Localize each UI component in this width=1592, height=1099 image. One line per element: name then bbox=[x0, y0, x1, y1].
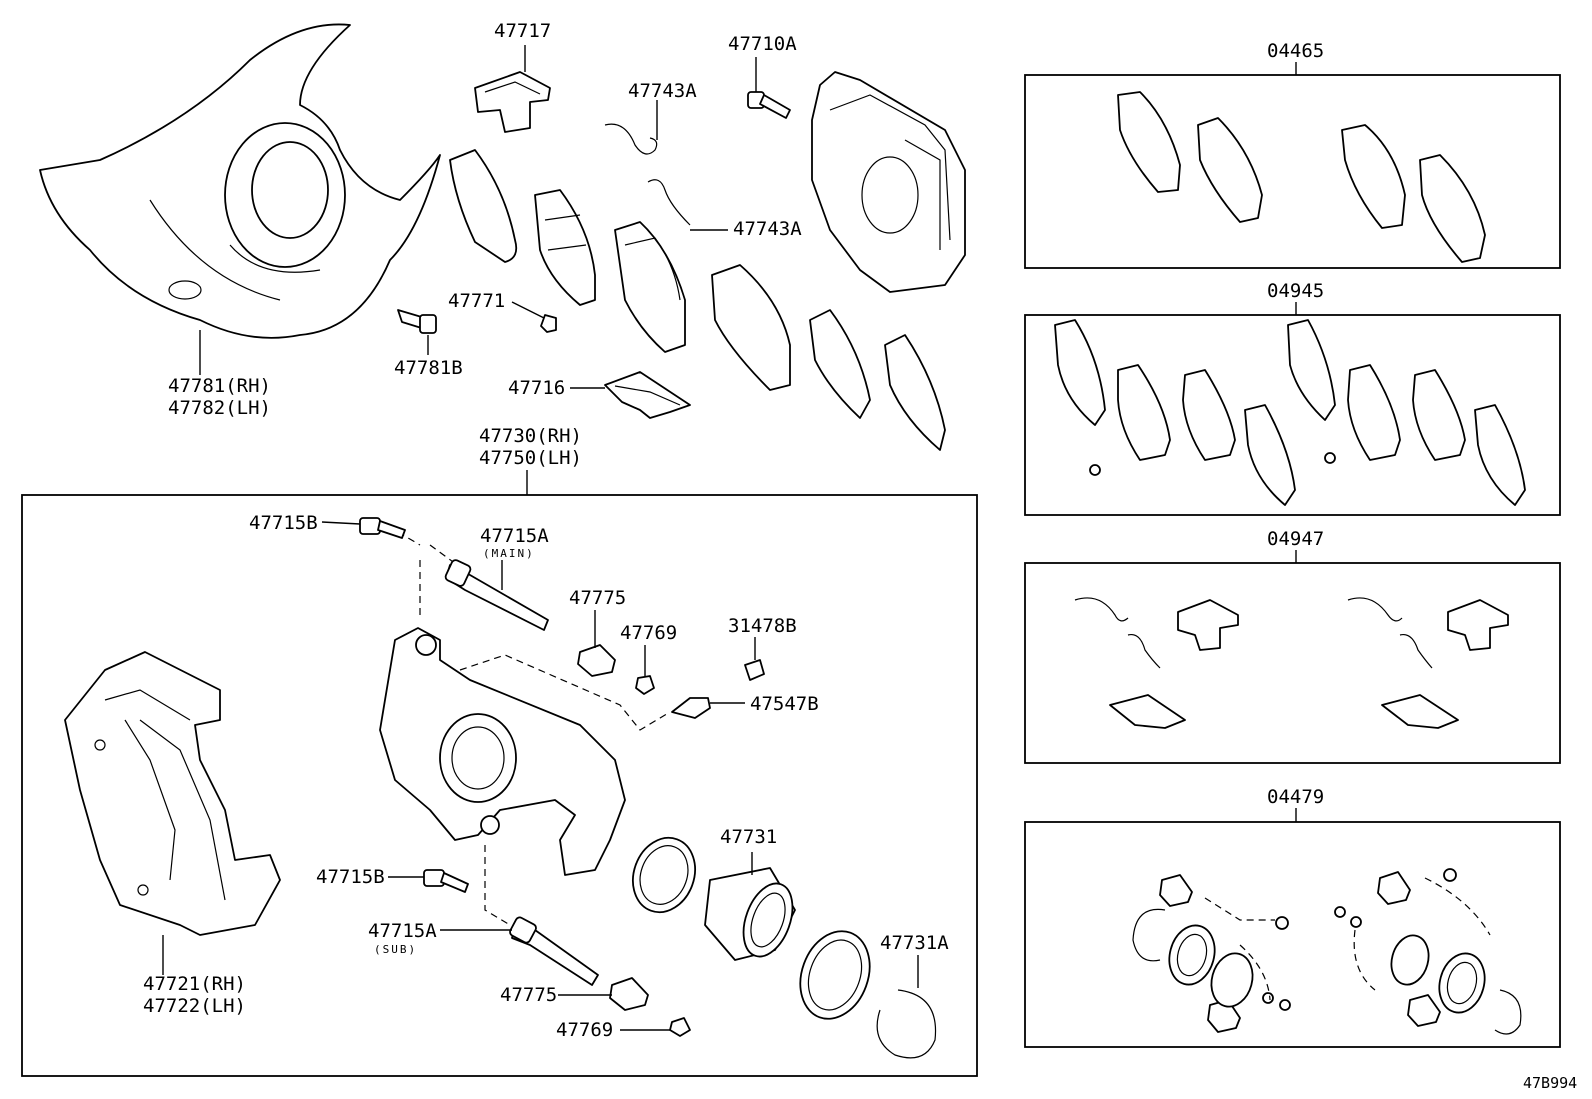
kit-04947-clips-springs bbox=[1074, 597, 1509, 729]
cap-31478b-part bbox=[744, 637, 765, 681]
label-47743a-mid: 47743A bbox=[733, 218, 802, 240]
shim-wire-47743a-part bbox=[604, 100, 728, 231]
kit-04479-seals-boots bbox=[1132, 868, 1522, 1035]
label-47716: 47716 bbox=[508, 377, 566, 399]
label-47722-lh: 47722(LH) bbox=[143, 995, 246, 1017]
label-main-note: (MAIN) bbox=[483, 547, 535, 560]
clip-47717-part bbox=[474, 45, 551, 133]
bushing-47769-top-part bbox=[635, 645, 655, 695]
label-47775-bottom: 47775 bbox=[500, 984, 558, 1006]
label-sub-note: (SUB) bbox=[374, 943, 418, 956]
pin-47715a-main-part bbox=[444, 559, 549, 631]
label-47715b-bottom: 47715B bbox=[316, 866, 385, 888]
label-47743a-top: 47743A bbox=[628, 80, 697, 102]
snap-ring-47731a-part bbox=[876, 955, 937, 1059]
pad-shim-left-part bbox=[449, 149, 518, 263]
label-47715a-main: 47715A bbox=[480, 525, 549, 547]
label-47781b: 47781B bbox=[394, 357, 463, 379]
label-47781-rh: 47781(RH) bbox=[168, 375, 271, 397]
piston-seal-part bbox=[632, 836, 696, 914]
kit-box-04945 bbox=[1024, 314, 1561, 516]
label-kit-04945: 04945 bbox=[1267, 280, 1325, 302]
bolt-47715b-bottom-part bbox=[388, 869, 469, 893]
caliper-housing-part bbox=[379, 627, 626, 876]
label-kit-04465: 04465 bbox=[1267, 40, 1325, 62]
spring-47716-part bbox=[570, 371, 691, 419]
pin-47715a-sub-part bbox=[440, 916, 599, 986]
kit-box-04947 bbox=[1024, 562, 1561, 764]
caliper-assembly-box bbox=[21, 494, 978, 1077]
bleeder-47547b-part bbox=[671, 697, 745, 719]
kit-04945-pads-shims bbox=[1054, 319, 1526, 506]
label-47750-lh: 47750(LH) bbox=[479, 447, 582, 469]
label-47731a: 47731A bbox=[880, 932, 949, 954]
bolt-47710a-part bbox=[747, 57, 791, 119]
boot-47775-bottom-part bbox=[558, 977, 649, 1011]
bolt-47715b-top-part bbox=[321, 517, 406, 539]
label-47717: 47717 bbox=[494, 20, 552, 42]
label-kit-04947: 04947 bbox=[1267, 528, 1325, 550]
piston-boot-part bbox=[799, 930, 871, 1020]
pad-center-part bbox=[614, 221, 686, 353]
label-47715a-sub: 47715A bbox=[368, 920, 437, 942]
pad-shim-right-part bbox=[809, 309, 946, 451]
label-47775-top: 47775 bbox=[569, 587, 627, 609]
label-47730-rh: 47730(RH) bbox=[479, 425, 582, 447]
bolt-47781b-part bbox=[397, 309, 437, 355]
label-47721-rh: 47721(RH) bbox=[143, 973, 246, 995]
label-47715b-top: 47715B bbox=[249, 512, 318, 534]
boot-47775-top-part bbox=[577, 610, 616, 677]
kit-box-04465 bbox=[1024, 74, 1561, 269]
label-47710a: 47710A bbox=[728, 33, 797, 55]
piston-47731-part bbox=[704, 852, 796, 961]
nut-47771-part bbox=[511, 301, 557, 333]
pad-inner-part bbox=[534, 189, 596, 306]
label-kit-04479: 04479 bbox=[1267, 786, 1325, 808]
kit-04465-pads bbox=[1117, 91, 1486, 263]
label-31478b: 31478B bbox=[728, 615, 797, 637]
diagram-ref-code: 47B994 bbox=[1523, 1074, 1578, 1092]
label-47547b: 47547B bbox=[750, 693, 819, 715]
dust-shield-part bbox=[39, 23, 441, 375]
bushing-47769-bottom-part bbox=[620, 1017, 691, 1037]
kit-box-04479 bbox=[1024, 821, 1561, 1048]
caliper-upper-part bbox=[811, 71, 966, 293]
label-47782-lh: 47782(LH) bbox=[168, 397, 271, 419]
label-47769-top: 47769 bbox=[620, 622, 678, 644]
label-47769-bottom: 47769 bbox=[556, 1019, 614, 1041]
label-47731: 47731 bbox=[720, 826, 778, 848]
label-47771: 47771 bbox=[448, 290, 506, 312]
torque-plate-part bbox=[64, 651, 281, 975]
pad-outer-part bbox=[711, 264, 791, 391]
